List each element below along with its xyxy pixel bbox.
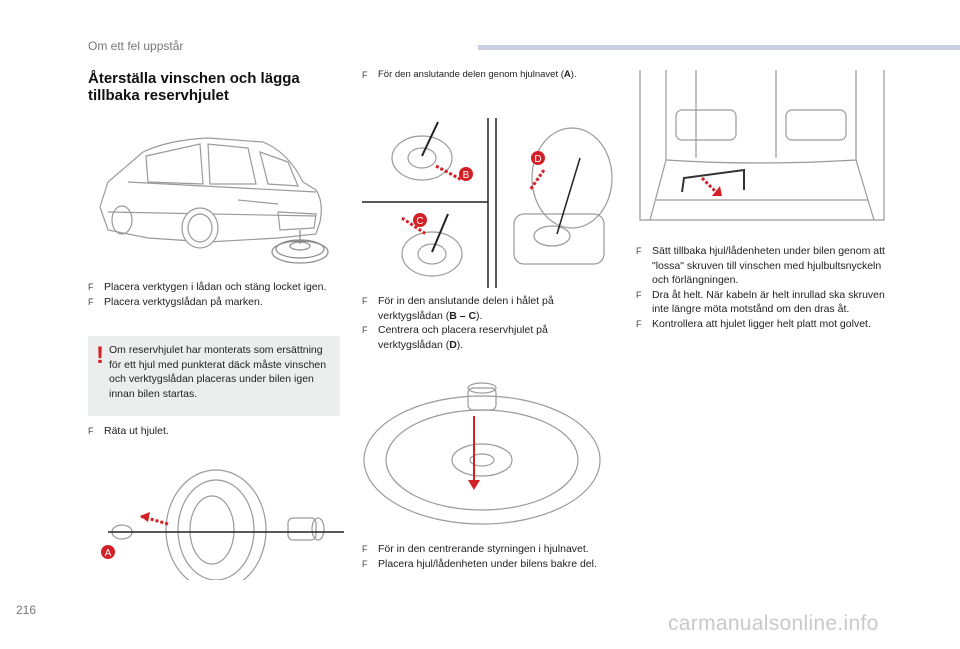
left-step-straighten: Räta ut hjulet.	[88, 424, 340, 439]
step-insert-guide: För in den centrerande styrningen i hjul…	[362, 542, 612, 557]
spare-wheel-illustration	[362, 376, 618, 532]
callout-d-label: D	[534, 154, 541, 165]
callout-a-label: A	[105, 548, 112, 559]
mid-steps-bottom: För in den centrerande styrningen i hjul…	[362, 542, 612, 571]
warning-text: Om reservhjulet har monterats som ersätt…	[109, 344, 327, 400]
step-reinstall: Sätt tillbaka hjul/lådenheten under bile…	[636, 244, 888, 288]
step-check-flat: Kontrollera att hjulet ligger helt platt…	[636, 317, 888, 332]
mid-step-top: För den anslutande delen genom hjulnavet…	[362, 68, 612, 83]
warning-box	[88, 336, 340, 416]
step-place-assembly: Placera hjul/lådenheten under bilens bak…	[362, 557, 612, 572]
step-tighten: Dra åt helt. När kabeln är helt inrullad…	[636, 288, 888, 317]
page-number: 216	[16, 603, 37, 617]
section-header: Om ett fel uppstår	[88, 39, 184, 53]
step-place-tools: Placera verktygen i lådan och stäng lock…	[88, 280, 340, 295]
callout-b-label: B	[463, 170, 470, 181]
callout-b-marker	[459, 167, 473, 181]
callout-d-marker	[531, 151, 545, 165]
warning-icon: !	[96, 342, 104, 369]
toolbox-assembly-illustration: B C D	[362, 118, 618, 288]
wheel-side-illustration: A	[88, 440, 344, 580]
car-illustration	[88, 112, 340, 272]
right-steps: Sätt tillbaka hjul/lådenheten under bile…	[636, 244, 888, 331]
callout-a-marker	[101, 545, 115, 559]
header-bar	[478, 45, 960, 50]
left-steps-top: Placera verktygen i lådan och stäng lock…	[88, 280, 340, 309]
callout-c-label: C	[416, 216, 423, 227]
trunk-illustration	[636, 70, 888, 234]
mid-steps-mid: För in den anslutande delen i hålet på v…	[362, 294, 612, 352]
callout-c-marker	[413, 213, 427, 227]
watermark: carmanualsonline.info	[668, 612, 879, 635]
page-title: Återställa vinschen och lägga tillbaka r…	[88, 70, 300, 104]
step-place-toolbox: Placera verktygslådan på marken.	[88, 295, 340, 310]
step-straighten-wheel: Räta ut hjulet.	[88, 424, 340, 439]
